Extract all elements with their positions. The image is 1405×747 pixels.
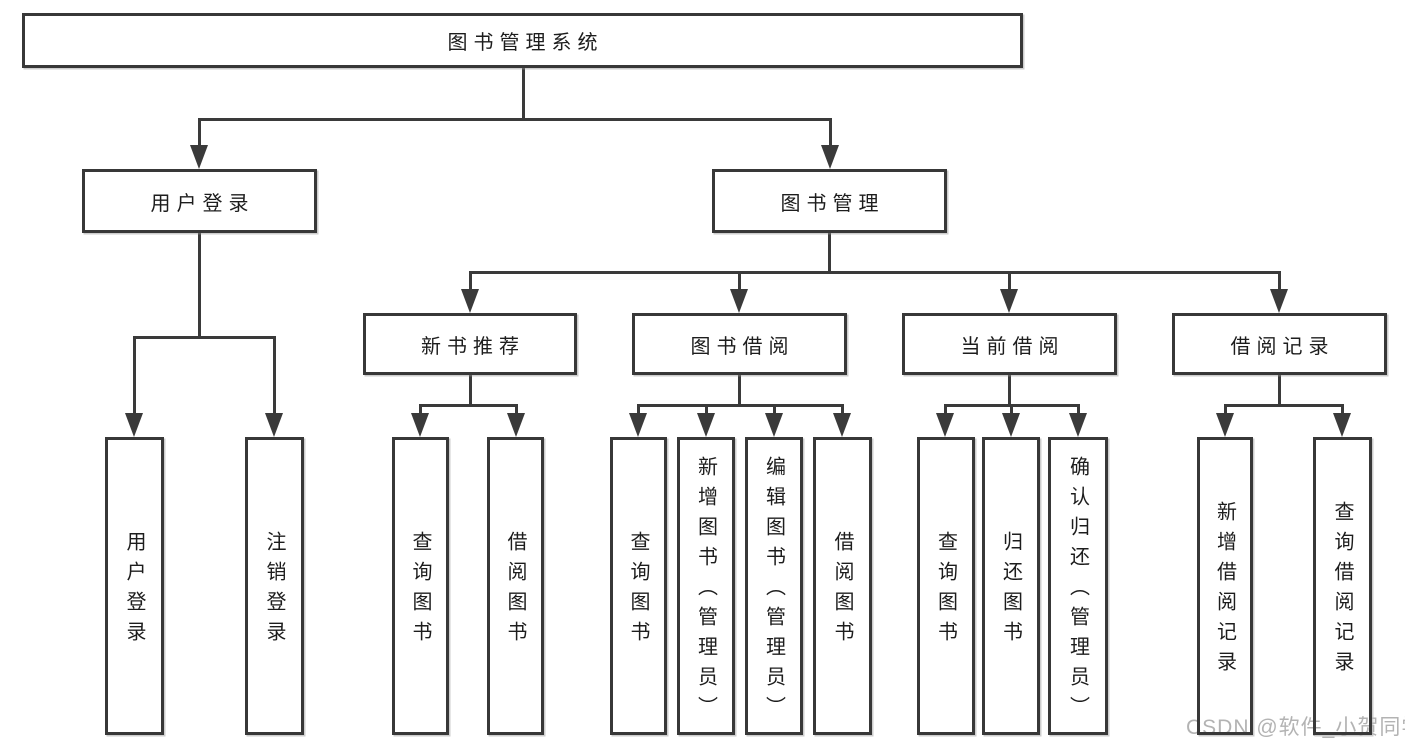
node-current-borrow: 当前借阅 [902, 313, 1117, 375]
node-book-management: 图书管理 [712, 169, 947, 233]
arrow-down-icon [1069, 413, 1087, 437]
leaf-logout: 注销登录 [245, 437, 304, 735]
line-drop-book-management [829, 118, 832, 158]
line-book-management-stem [828, 233, 831, 274]
leaf-user-login: 用户登录 [105, 437, 164, 735]
arrow-down-icon [265, 413, 283, 437]
leaf-bb-borrow-book: 借阅图书 [813, 437, 872, 735]
arrow-down-icon [1270, 289, 1288, 313]
arrow-down-icon [1000, 289, 1018, 313]
leaf-bb-add-book-admin: 新增图书（管理员） [677, 437, 735, 735]
node-new-book-recommend: 新书推荐 [363, 313, 577, 375]
arrow-down-icon [461, 289, 479, 313]
node-book-borrow: 图书借阅 [632, 313, 847, 375]
line-user-login-splitter [133, 336, 276, 339]
line-new-book-splitter [419, 404, 518, 407]
leaf-cb-return-book: 归还图书 [982, 437, 1040, 735]
line-current-borrow-stem [1008, 375, 1011, 407]
arrow-down-icon [125, 413, 143, 437]
arrow-down-icon [1002, 413, 1020, 437]
line-drop-new-book [469, 271, 472, 301]
arrow-down-icon [821, 145, 839, 169]
line-root-splitter [198, 118, 831, 121]
node-user-login: 用户登录 [82, 169, 317, 233]
node-borrow-record: 借阅记录 [1172, 313, 1387, 375]
line-level3-splitter [469, 271, 1281, 274]
line-new-book-stem [469, 375, 472, 407]
line-book-borrow-splitter [637, 404, 844, 407]
arrow-down-icon [507, 413, 525, 437]
line-drop-borrow-record [1278, 271, 1281, 301]
arrow-down-icon [190, 145, 208, 169]
line-drop-current-borrow [1008, 271, 1011, 301]
arrow-down-icon [1216, 413, 1234, 437]
arrow-down-icon [1333, 413, 1351, 437]
leaf-br-add-record: 新增借阅记录 [1197, 437, 1253, 735]
line-borrow-record-stem [1278, 375, 1281, 407]
arrow-down-icon [765, 413, 783, 437]
arrow-down-icon [697, 413, 715, 437]
line-drop-user-login [198, 118, 201, 158]
line-borrow-record-splitter [1224, 404, 1344, 407]
line-user-login-stem [198, 233, 201, 339]
line-drop-book-borrow [738, 271, 741, 301]
leaf-nbr-borrow-book: 借阅图书 [487, 437, 544, 735]
leaf-br-query-record: 查询借阅记录 [1313, 437, 1372, 735]
line-book-borrow-stem [738, 375, 741, 407]
leaf-bb-query-book: 查询图书 [610, 437, 667, 735]
arrow-down-icon [833, 413, 851, 437]
leaf-nbr-query-book: 查询图书 [392, 437, 449, 735]
line-drop-leaf-logout [273, 336, 276, 424]
arrow-down-icon [730, 289, 748, 313]
leaf-cb-confirm-return-admin: 确认归还（管理员） [1048, 437, 1108, 735]
arrow-down-icon [629, 413, 647, 437]
leaf-cb-query-book: 查询图书 [917, 437, 975, 735]
line-drop-leaf-login [133, 336, 136, 424]
line-root-stem [522, 68, 525, 119]
arrow-down-icon [411, 413, 429, 437]
arrow-down-icon [936, 413, 954, 437]
node-library-system: 图书管理系统 [22, 13, 1023, 68]
csdn-watermark: CSDN @软件_小贺同学 [1186, 716, 1405, 739]
leaf-bb-edit-book-admin: 编辑图书（管理员） [745, 437, 803, 735]
